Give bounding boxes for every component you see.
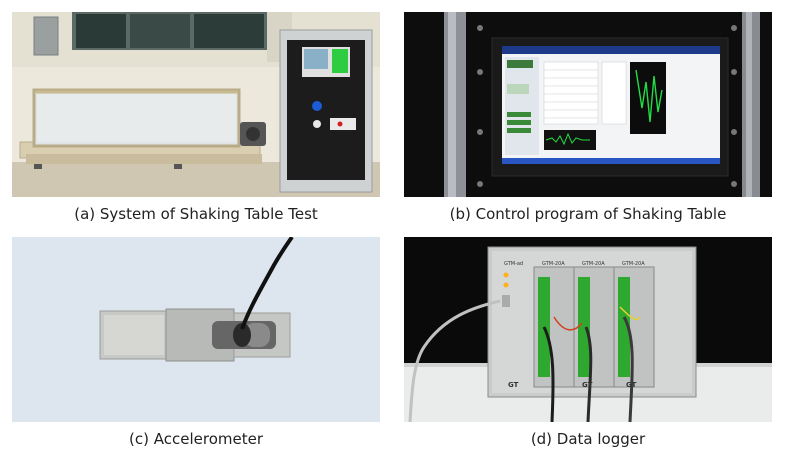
logger-logo-1: GT [508, 381, 519, 389]
module-label-1: GTM-ad [504, 261, 523, 267]
panel-b-photo [404, 12, 772, 197]
caption-b: (b) Control program of Shaking Table [449, 205, 727, 223]
data-logger-image: GTM-ad GTM-20A GTM-20A GTM-20A GT GT GT [404, 237, 772, 422]
caption-d: (d) Data logger [530, 430, 646, 448]
shaking-table-system-image [12, 12, 380, 197]
module-label-4: GTM-20A [622, 261, 645, 267]
panel-d-photo: GTM-ad GTM-20A GTM-20A GTM-20A GT GT GT [404, 237, 772, 422]
accelerometer-image [12, 237, 380, 422]
caption-a: (a) System of Shaking Table Test [74, 205, 318, 223]
module-label-2: GTM-20A [542, 261, 565, 267]
module-label-3: GTM-20A [582, 261, 605, 267]
logger-logo-3: GT [626, 381, 637, 389]
panel-a-photo [12, 12, 380, 197]
caption-c: (c) Accelerometer [129, 430, 263, 448]
panel-c-photo [12, 237, 380, 422]
control-program-image [404, 12, 772, 197]
logger-logo-2: GT [582, 381, 593, 389]
